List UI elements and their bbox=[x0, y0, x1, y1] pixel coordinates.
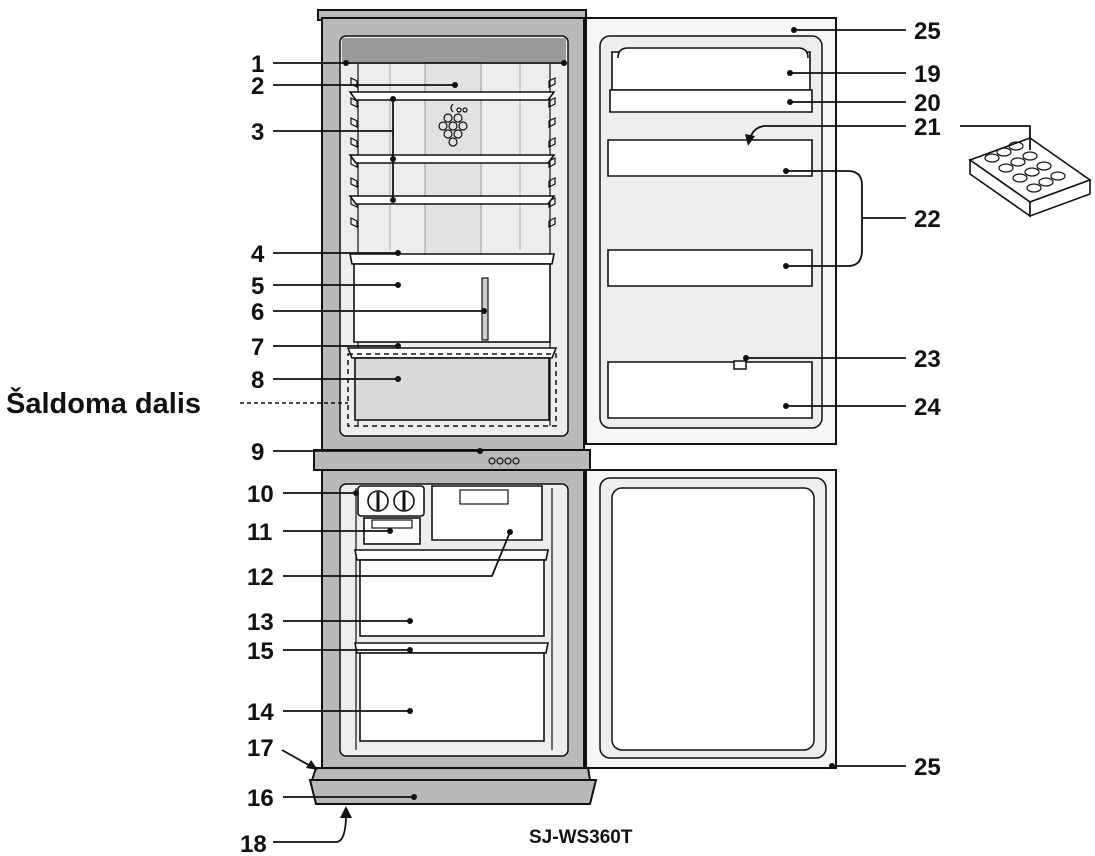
callout-1: 1 bbox=[251, 51, 264, 78]
callout-10: 10 bbox=[247, 481, 274, 508]
callout-14: 14 bbox=[247, 699, 274, 726]
shelf-rails bbox=[350, 77, 556, 228]
ice-maker bbox=[357, 485, 543, 545]
callout-7: 7 bbox=[251, 334, 264, 361]
lower-door bbox=[585, 469, 837, 769]
callout-12: 12 bbox=[247, 564, 274, 591]
ion-generator-icon bbox=[438, 103, 468, 147]
callout-23: 23 bbox=[914, 346, 941, 373]
callout-13: 13 bbox=[247, 609, 274, 636]
callout-3: 3 bbox=[251, 119, 264, 146]
callout-11: 11 bbox=[247, 519, 272, 546]
callout-17: 17 bbox=[247, 735, 274, 762]
base-plinth bbox=[308, 767, 598, 805]
callout-22: 22 bbox=[914, 206, 941, 233]
callout-16: 16 bbox=[247, 785, 274, 812]
ice-tray bbox=[968, 137, 1092, 218]
callout-25-bottom: 25 bbox=[914, 754, 941, 781]
callout-18: 18 bbox=[240, 831, 267, 856]
callout-2: 2 bbox=[251, 73, 264, 100]
chilled-compartment bbox=[347, 353, 557, 427]
callout-4: 4 bbox=[251, 241, 265, 268]
control-panel-bar bbox=[313, 449, 591, 471]
crisper-drawer bbox=[346, 253, 558, 359]
callout-20: 20 bbox=[914, 90, 941, 117]
callout-15: 15 bbox=[247, 638, 274, 665]
callout-9: 9 bbox=[251, 439, 264, 466]
freezer-drawers bbox=[354, 549, 549, 742]
chilled-zone-label: Šaldoma dalis bbox=[6, 386, 201, 420]
upper-door bbox=[585, 17, 837, 445]
glass-shelves bbox=[348, 91, 556, 205]
leader-lines bbox=[240, 27, 1031, 843]
callout-21: 21 bbox=[914, 114, 941, 141]
callout-19: 19 bbox=[914, 61, 941, 88]
callout-25-top: 25 bbox=[914, 18, 941, 45]
callout-labels: 1 2 3 4 5 6 7 8 Šaldoma dalis 9 10 11 12… bbox=[6, 18, 941, 856]
callout-5: 5 bbox=[251, 273, 264, 300]
callout-6: 6 bbox=[251, 299, 264, 326]
callout-24: 24 bbox=[914, 394, 941, 421]
model-label: SJ-WS360T bbox=[529, 827, 633, 848]
callout-8: 8 bbox=[251, 367, 264, 394]
